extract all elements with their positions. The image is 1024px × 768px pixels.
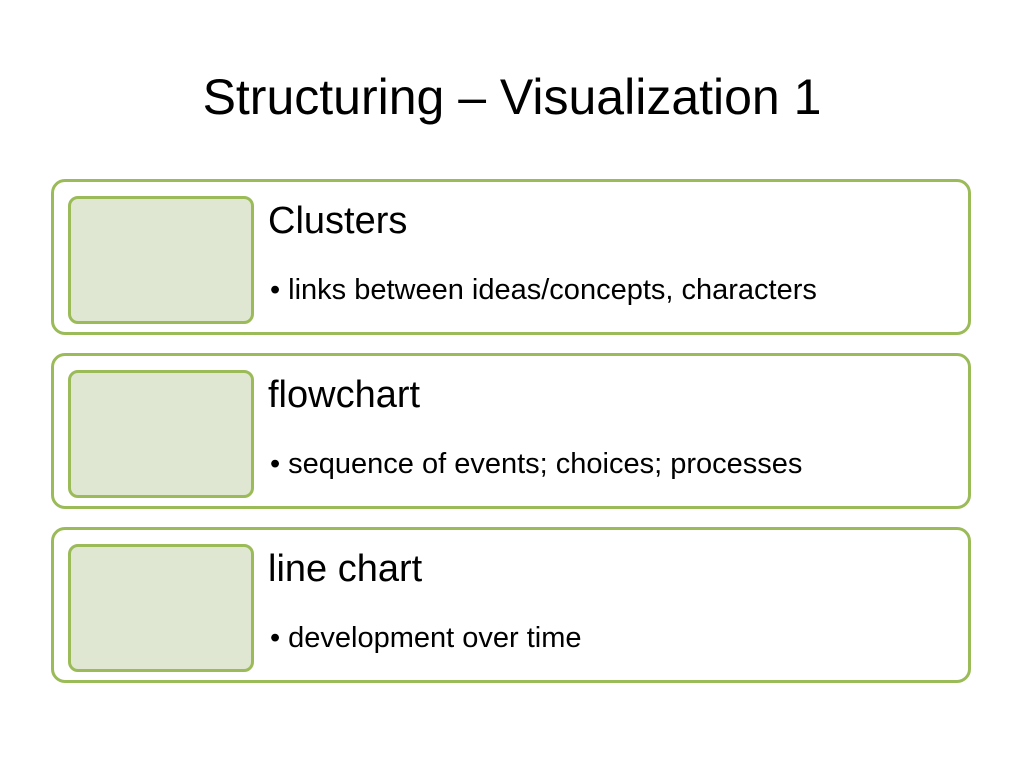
slide-title: Structuring – Visualization 1 [202,69,822,125]
item-card-flowchart: flowchart •sequence of events; choices; … [51,353,971,509]
item-heading: flowchart [268,374,421,416]
item-card-line-chart: line chart •development over time [51,527,971,683]
item-thumbnail [68,370,254,498]
item-thumbnail [68,196,254,324]
item-bullet-row: •development over time [270,618,582,658]
item-thumbnail [68,544,254,672]
item-heading: line chart [268,548,423,590]
item-bullet-row: •sequence of events; choices; processes [270,444,802,484]
bullet-icon: • [270,448,281,480]
bullet-icon: • [270,622,281,654]
item-bullet-text: sequence of events; choices; processes [288,448,803,480]
bullet-icon: • [270,274,281,306]
item-bullet-text: development over time [288,622,582,654]
item-heading: Clusters [268,200,408,242]
item-bullet-text: links between ideas/concepts, characters [288,274,817,306]
item-card-clusters: Clusters •links between ideas/concepts, … [51,179,971,335]
item-bullet-row: •links between ideas/concepts, character… [270,270,817,310]
